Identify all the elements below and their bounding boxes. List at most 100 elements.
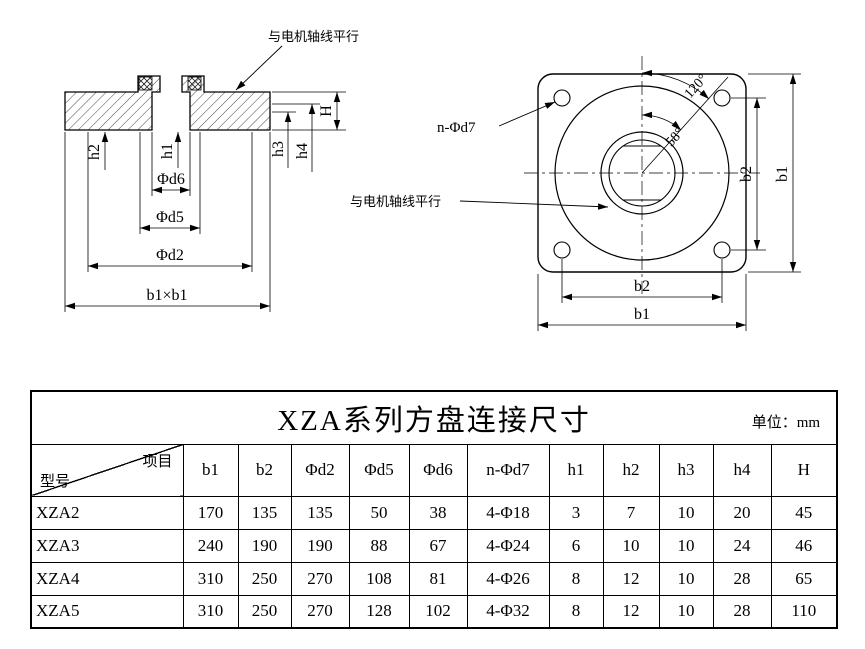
- technical-drawing: 与电机轴线平行 h2 h1 Φd6 Φd5 Φd2: [64, 29, 801, 331]
- dim-b1-bottom: [537, 274, 747, 331]
- value-cell: 4-Φ24: [466, 528, 550, 563]
- seal-block-right: [187, 76, 202, 91]
- value-cell: 310: [182, 594, 239, 629]
- value-cell: 10: [658, 528, 714, 563]
- table-row-xza2: XZA2 170 135 135 50 38 4-Φ18 3 7 10 20 4…: [30, 495, 838, 530]
- col-header-nd7: n-Φd7: [466, 443, 550, 497]
- col-header-h4: h4: [712, 443, 772, 497]
- value-cell: 102: [408, 594, 468, 629]
- dim-label-d5: Φd5: [156, 209, 184, 226]
- value-cell: 7: [602, 495, 660, 530]
- value-cell: 108: [348, 561, 410, 596]
- corner-label-model: 型号: [40, 473, 71, 490]
- angle-label-58: 58°: [663, 125, 687, 150]
- flange-section-right: [181, 75, 271, 131]
- value-cell: 65: [770, 561, 838, 596]
- seal-block-left: [138, 76, 153, 91]
- table-row-xza3: XZA3 240 190 190 88 67 4-Φ24 6 10 10 24 …: [30, 528, 838, 563]
- dim-label-h4: h4: [294, 143, 311, 159]
- bolt-hole-top-right: [713, 89, 731, 107]
- value-cell: 50: [348, 495, 410, 530]
- value-cell: 24: [712, 528, 772, 563]
- corner-header-cell: 项目 型号: [30, 443, 184, 497]
- bolt-holes-label: n-Φd7: [437, 120, 476, 136]
- dim-d5: [139, 132, 201, 234]
- bolt-hole-bottom-right: [713, 241, 731, 259]
- col-header-h1: h1: [548, 443, 604, 497]
- value-cell: 128: [348, 594, 410, 629]
- table-unit-label: 单位：mm: [751, 414, 821, 431]
- dim-b1xb1: [64, 132, 271, 312]
- value-cell: 4-Φ26: [466, 561, 550, 596]
- bolt-hole-bottom-left: [553, 241, 571, 259]
- dim-h4: [272, 103, 320, 172]
- value-cell: 135: [237, 495, 292, 530]
- bolt-hole-top-left: [553, 89, 571, 107]
- flange-section-left: [64, 75, 161, 131]
- dim-label-d2: Φd2: [156, 247, 184, 264]
- model-cell: XZA2: [30, 495, 184, 530]
- dim-label-b1-bottom: b1: [634, 306, 650, 323]
- col-header-b1: b1: [182, 443, 239, 497]
- col-header-h3: h3: [658, 443, 714, 497]
- value-cell: 67: [408, 528, 468, 563]
- value-cell: 20: [712, 495, 772, 530]
- value-cell: 4-Φ18: [466, 495, 550, 530]
- leader-nd7: [498, 101, 556, 127]
- value-cell: 310: [182, 561, 239, 596]
- value-cell: 8: [548, 561, 604, 596]
- value-cell: 38: [408, 495, 468, 530]
- leader-parallel-front: [459, 200, 609, 210]
- dim-label-h1: h1: [159, 143, 176, 159]
- value-cell: 4-Φ32: [466, 594, 550, 629]
- value-cell: 240: [182, 528, 239, 563]
- value-cell: 10: [658, 495, 714, 530]
- dim-label-b1xb1: b1×b1: [146, 287, 187, 304]
- col-header-d5: Φd5: [348, 443, 410, 497]
- value-cell: 8: [548, 594, 604, 629]
- value-cell: 12: [602, 561, 660, 596]
- parallel-axis-label-section: 与电机轴线平行: [268, 29, 359, 44]
- dim-label-b2-right: b2: [738, 166, 755, 182]
- dim-H: [272, 91, 346, 131]
- dim-label-d6: Φd6: [157, 171, 185, 188]
- dim-label-h2: h2: [86, 144, 103, 160]
- value-cell: 270: [290, 561, 350, 596]
- model-cell: XZA3: [30, 528, 184, 563]
- value-cell: 110: [770, 594, 838, 629]
- value-cell: 190: [290, 528, 350, 563]
- value-cell: 6: [548, 528, 604, 563]
- value-cell: 3: [548, 495, 604, 530]
- dim-b2-bottom: [561, 259, 723, 303]
- section-solid: [64, 75, 271, 131]
- value-cell: 12: [602, 594, 660, 629]
- value-cell: 10: [602, 528, 660, 563]
- dim-d6: [151, 132, 191, 196]
- dim-d2: [87, 132, 253, 272]
- col-header-H: H: [770, 443, 838, 497]
- table-title: XZA系列方盘连接尺寸: [277, 404, 591, 437]
- col-header-h2: h2: [602, 443, 660, 497]
- value-cell: 46: [770, 528, 838, 563]
- dim-h3: [272, 111, 296, 168]
- value-cell: 135: [290, 495, 350, 530]
- value-cell: 270: [290, 594, 350, 629]
- front-view: 120° 58° n-Φd7 与电机轴线平行 b2 b1 b2: [350, 56, 801, 331]
- title-row: XZA系列方盘连接尺寸 单位：mm: [30, 390, 838, 445]
- table-row-xza5: XZA5 310 250 270 128 102 4-Φ32 8 12 10 2…: [30, 594, 838, 629]
- dim-label-b2-bottom: b2: [634, 278, 650, 295]
- col-header-d2: Φd2: [290, 443, 350, 497]
- table-title-cell: XZA系列方盘连接尺寸 单位：mm: [30, 390, 838, 445]
- dim-label-h3: h3: [270, 141, 287, 157]
- angle-annotations: [641, 69, 729, 174]
- value-cell: 10: [658, 594, 714, 629]
- value-cell: 45: [770, 495, 838, 530]
- col-header-d6: Φd6: [408, 443, 468, 497]
- value-cell: 250: [237, 594, 292, 629]
- dim-b2-right: [731, 97, 766, 251]
- value-cell: 28: [712, 594, 772, 629]
- model-cell: XZA5: [30, 594, 184, 629]
- value-cell: 10: [658, 561, 714, 596]
- dim-b1-right: [748, 73, 801, 273]
- corner-label-item: 项目: [142, 453, 173, 470]
